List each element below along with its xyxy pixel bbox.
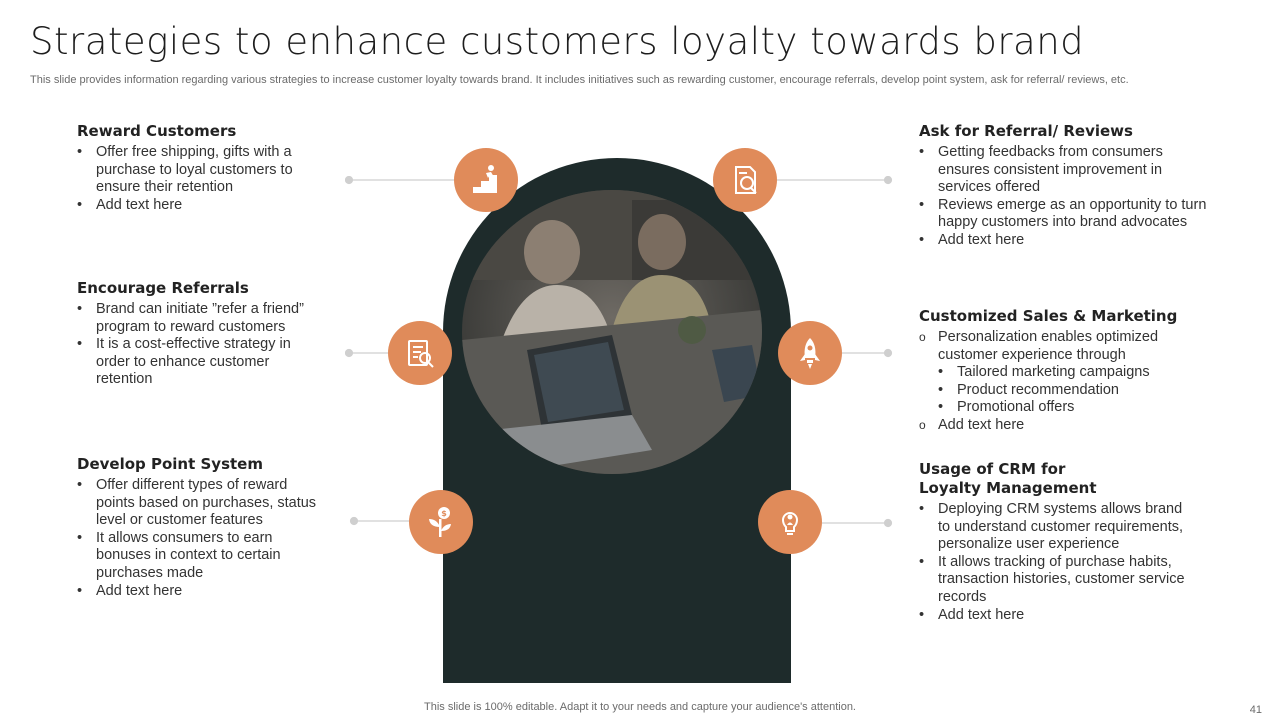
list-item: Add text here [77, 583, 327, 601]
reward-customers-block: Reward Customers Offer free shipping, gi… [77, 122, 327, 214]
svg-text:$: $ [441, 509, 447, 518]
list-item: Offer free shipping, gifts with a purcha… [77, 144, 327, 197]
connector-lines [345, 176, 893, 528]
ask-referral-reviews-block: Ask for Referral/ Reviews Getting feedba… [919, 122, 1219, 250]
list-item: Promotional offers [919, 399, 1179, 417]
rocket-icon [778, 321, 842, 385]
encourage-referrals-block: Encourage Referrals Brand can initiate ”… [77, 279, 327, 389]
page-number: 41 [1249, 704, 1262, 716]
list-item: It allows tracking of purchase habits, t… [919, 554, 1189, 607]
stairs-climb-icon [454, 148, 518, 212]
crm-loyalty-heading: Usage of CRM for Loyalty Management [919, 460, 1219, 498]
lightbulb-person-icon [758, 490, 822, 554]
crm-heading-line1: Usage of CRM for [919, 460, 1066, 478]
list-item: It allows consumers to earn bonuses in c… [77, 530, 327, 583]
list-item: Reviews emerge as an opportunity to turn… [919, 197, 1209, 232]
ask-referral-reviews-heading: Ask for Referral/ Reviews [919, 122, 1133, 140]
list-item: Tailored marketing campaigns [919, 364, 1179, 382]
encourage-referrals-heading: Encourage Referrals [77, 279, 249, 297]
document-search-icon [388, 321, 452, 385]
report-analysis-icon [713, 148, 777, 212]
customized-marketing-heading: Customized Sales & Marketing [919, 307, 1178, 325]
list-item: Getting feedbacks from consumers ensures… [919, 144, 1209, 197]
reward-customers-heading: Reward Customers [77, 122, 237, 140]
list-item: Product recommendation [919, 382, 1179, 400]
develop-point-system-heading: Develop Point System [77, 455, 263, 473]
crm-loyalty-block: Usage of CRM for Loyalty Management Depl… [919, 460, 1219, 624]
customized-marketing-block: Customized Sales & Marketing Personaliza… [919, 307, 1219, 435]
develop-point-system-block: Develop Point System Offer different typ… [77, 455, 327, 600]
list-item: Add text here [919, 232, 1209, 250]
list-item: Brand can initiate ”refer a friend” prog… [77, 301, 327, 336]
slide-footer: This slide is 100% editable. Adapt it to… [424, 701, 856, 713]
list-item: Add text here [919, 607, 1189, 625]
crm-heading-line2: Loyalty Management [919, 479, 1097, 497]
list-item: Offer different types of reward points b… [77, 477, 327, 530]
list-item: Add text here [919, 417, 1179, 435]
slide-title: Strategies to enhance customers loyalty … [30, 20, 1085, 63]
list-item: Personalization enables optimized custom… [919, 329, 1179, 364]
list-item: It is a cost-effective strategy in order… [77, 336, 327, 389]
money-plant-icon: $ [409, 490, 473, 554]
list-item: Add text here [77, 197, 327, 215]
slide-subtitle: This slide provides information regardin… [30, 74, 1129, 86]
list-item: Deploying CRM systems allows brand to un… [919, 501, 1189, 554]
